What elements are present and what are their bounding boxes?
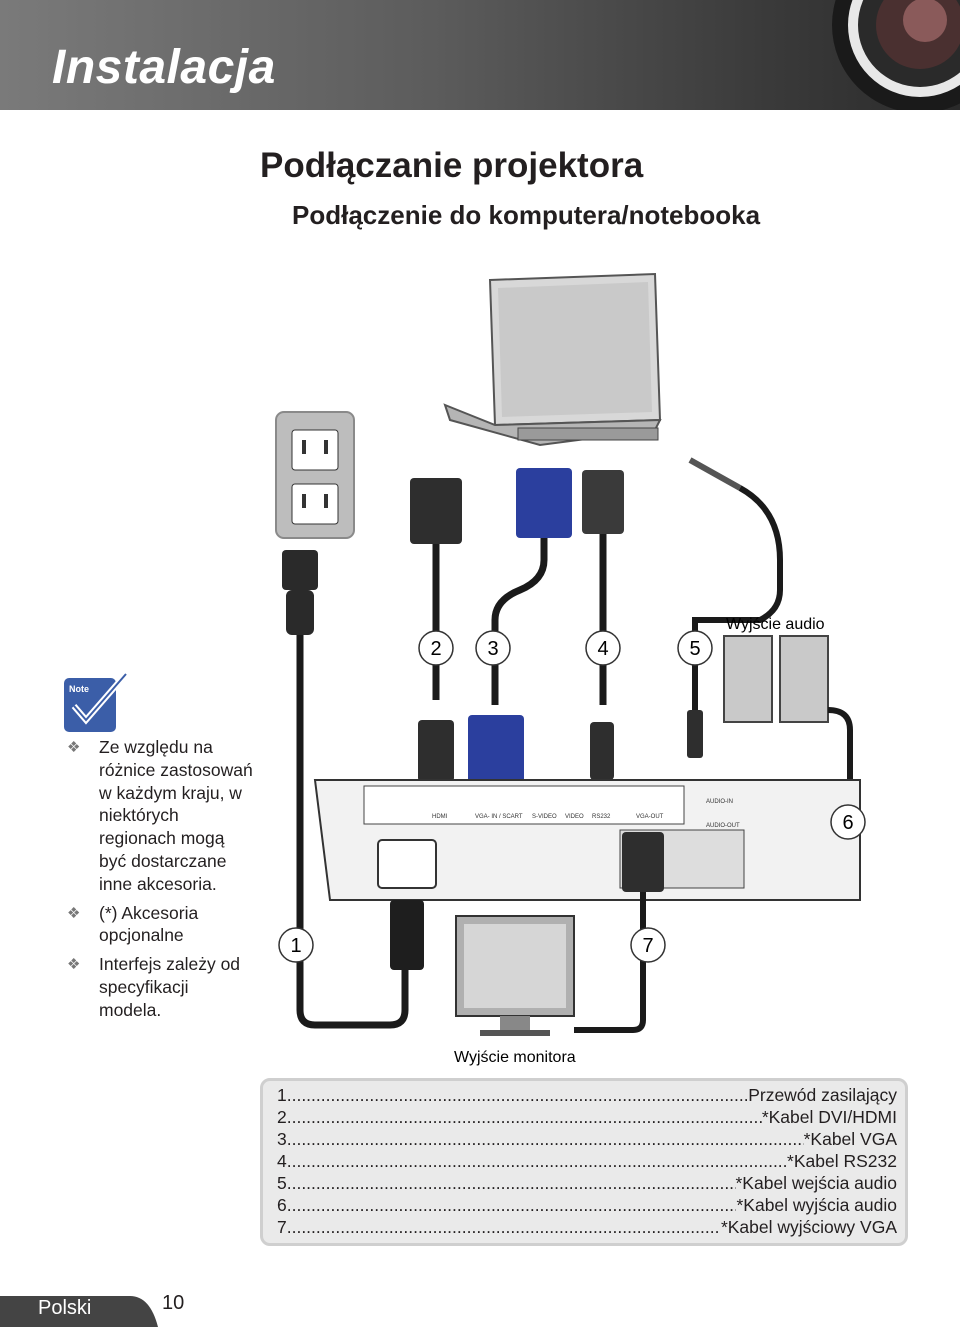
legend-row: 7*Kabel wyjściowy VGA (277, 1217, 897, 1239)
note-item: ❖ Ze względu na różnice zastosowań w każ… (64, 736, 254, 896)
page-number: 10 (162, 1292, 184, 1315)
legend-row: 5*Kabel wejścia audio (277, 1173, 897, 1195)
diamond-bullet-icon: ❖ (67, 737, 80, 760)
callout-1: 1 (290, 935, 301, 957)
diamond-bullet-icon: ❖ (67, 954, 80, 977)
laptop-illustration (445, 274, 660, 445)
section-title: Instalacja (52, 40, 276, 95)
port-video-label: VIDEO (565, 814, 584, 820)
audio-output-label: Wyjście audio (726, 616, 825, 633)
port-audio-out-label: AUDIO-OUT (706, 823, 740, 829)
power-connector (390, 900, 424, 970)
legend-row: 1Przewód zasilający (277, 1085, 897, 1107)
vga-cable-3 (468, 468, 572, 785)
projector-lens-graphic (810, 0, 960, 110)
dvi-hdmi-cable-2 (410, 478, 462, 782)
note-item: ❖ Interfejs zależy od specyfikacji model… (64, 953, 254, 1021)
page-subtitle: Podłączenie do komputera/notebooka (292, 200, 760, 231)
callout-3: 3 (487, 638, 498, 660)
port-hdmi-label: HDMI (432, 814, 448, 820)
callout-2: 2 (430, 638, 441, 660)
monitor-output-label: Wyjście monitora (454, 1049, 576, 1066)
callout-7: 7 (642, 935, 653, 957)
callout-6: 6 (842, 812, 853, 834)
port-vga-out-label: VGA-OUT (636, 814, 664, 820)
port-rs232-label: RS232 (592, 814, 611, 820)
cable-legend: 1Przewód zasilający 2*Kabel DVI/HDMI 3*K… (260, 1078, 908, 1246)
legend-row: 2*Kabel DVI/HDMI (277, 1107, 897, 1129)
connection-diagram: HDMI VGA- IN / SCART S-VIDEO VIDEO RS232… (260, 260, 900, 1070)
note-item: ❖ (*) Akcesoria opcjonalne (64, 902, 254, 948)
port-audio-in-label: AUDIO-IN (706, 799, 733, 805)
rs232-cable-4 (582, 470, 624, 780)
callout-5: 5 (689, 638, 700, 660)
note-icon: Note (64, 672, 130, 734)
page-title: Podłączanie projektora (260, 146, 643, 186)
callout-4: 4 (597, 638, 608, 660)
note-badge-label: Note (69, 684, 89, 694)
legend-row: 6*Kabel wyjścia audio (277, 1195, 897, 1217)
monitor-illustration (456, 892, 643, 1036)
notes-list: ❖ Ze względu na różnice zastosowań w każ… (64, 736, 254, 1028)
wall-outlet-illustration (276, 412, 354, 538)
footer-language: Polski (38, 1297, 91, 1320)
legend-row: 3*Kabel VGA (277, 1129, 897, 1151)
port-svideo-label: S-VIDEO (532, 814, 557, 820)
port-vga-in-label: VGA- IN / SCART (475, 814, 523, 820)
page-header: Instalacja (0, 0, 960, 110)
diamond-bullet-icon: ❖ (67, 903, 80, 926)
projector-rear-illustration: HDMI VGA- IN / SCART S-VIDEO VIDEO RS232… (315, 780, 860, 900)
legend-row: 4*Kabel RS232 (277, 1151, 897, 1173)
